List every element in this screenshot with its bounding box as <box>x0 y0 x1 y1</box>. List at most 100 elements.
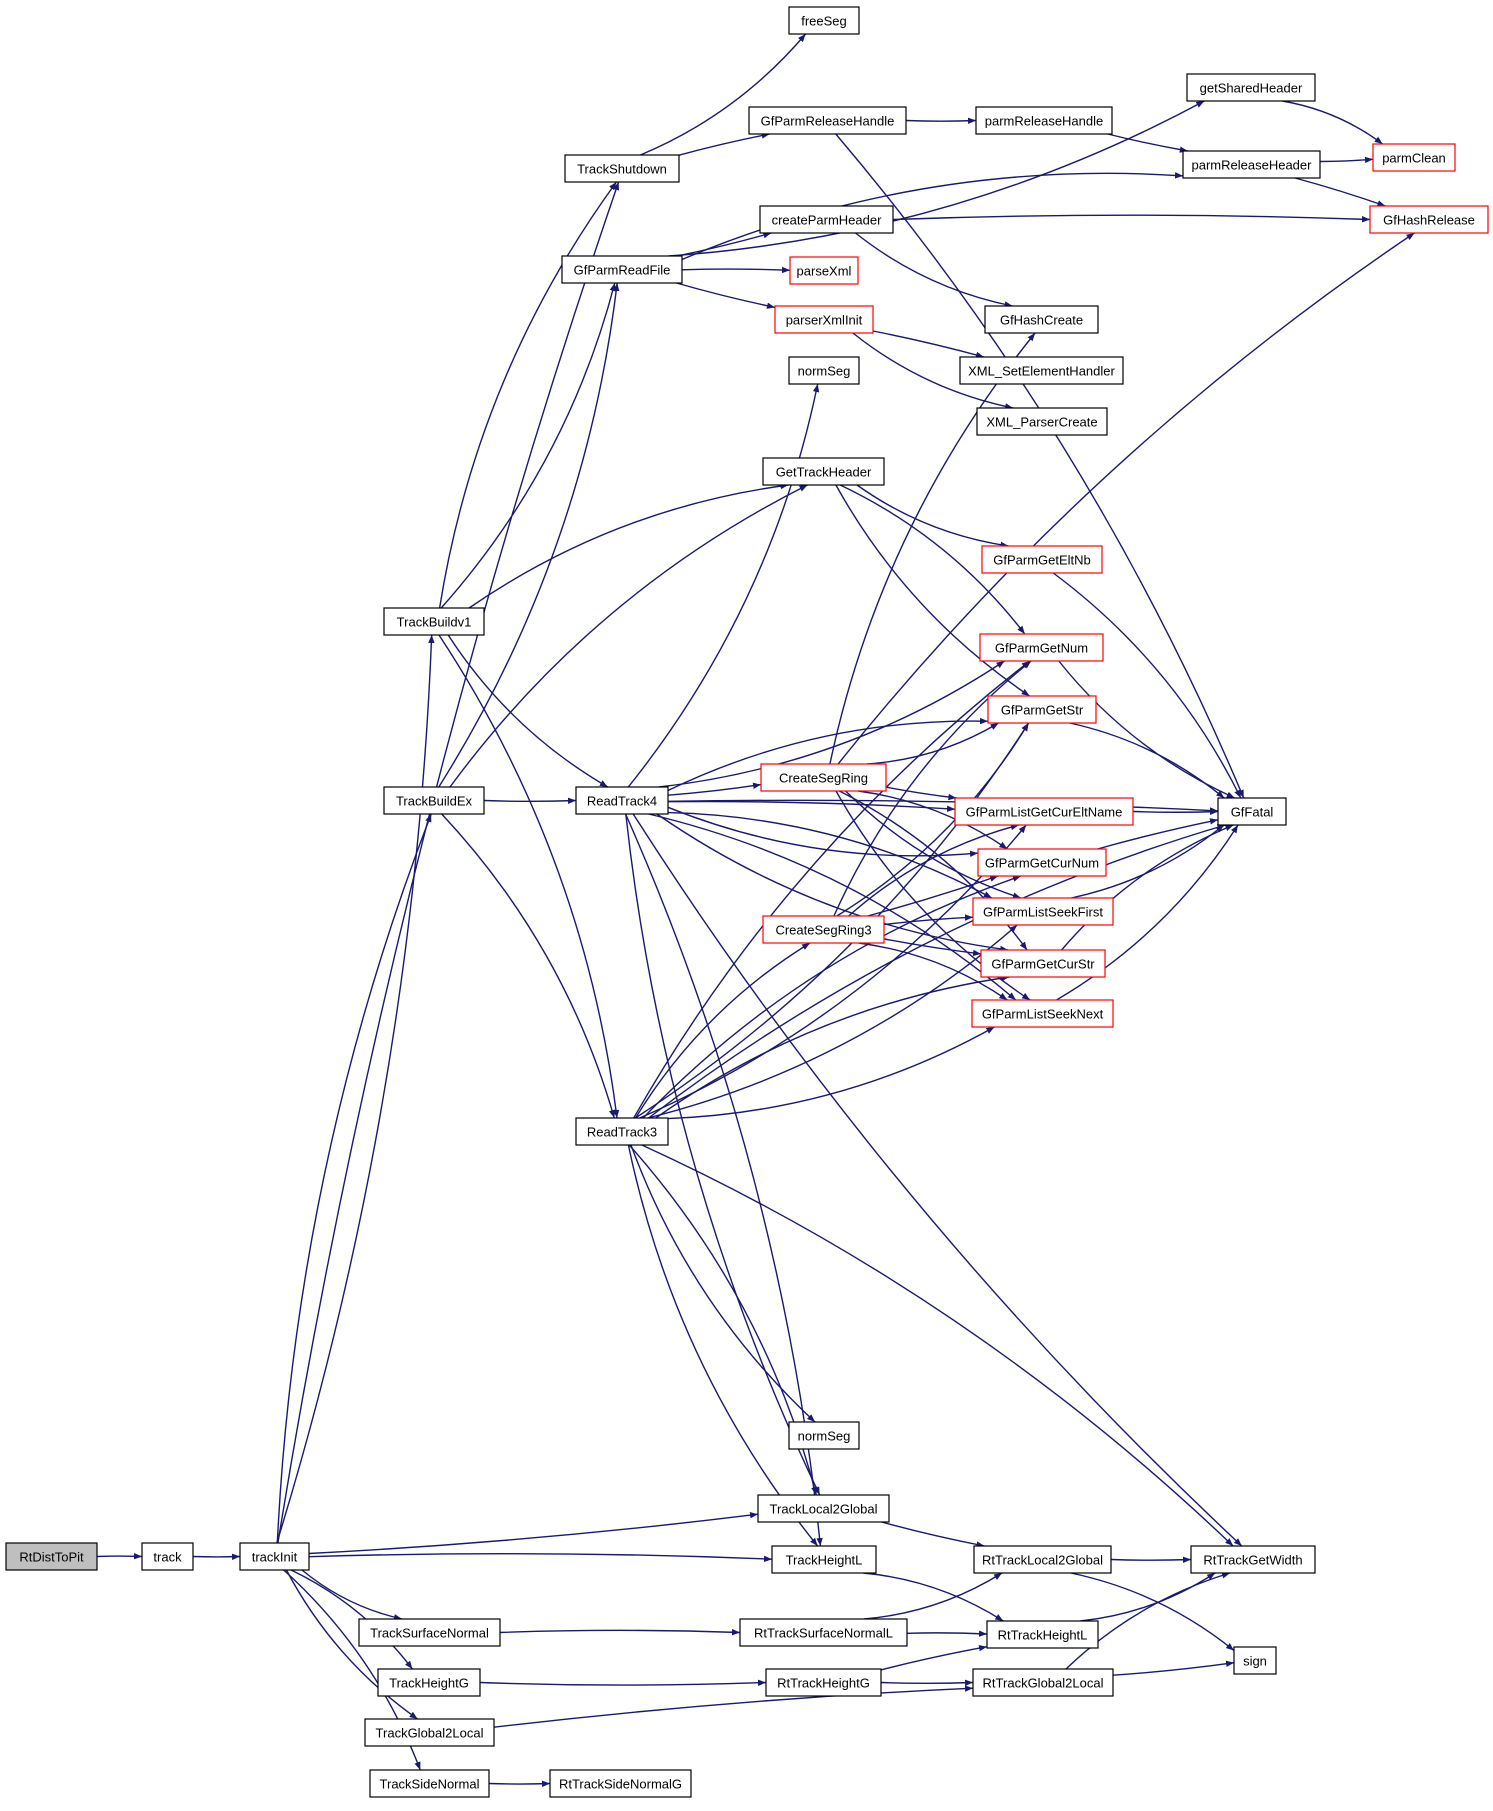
node-box <box>771 1545 877 1574</box>
node-gf-parm-read-file[interactable]: GfParmReadFile <box>561 255 683 284</box>
node-rt-track-local2-global[interactable]: RtTrackLocal2Global <box>973 1545 1112 1574</box>
edge-track-init-to-track-height-l <box>308 1552 773 1563</box>
node-track-shutdown[interactable]: TrackShutdown <box>564 154 680 183</box>
node-label: GfFatal <box>1231 805 1274 820</box>
edge-track-init-to-track-shutdown <box>277 181 620 1544</box>
edge-rt-track-surface-normal-l-to-rt-track-local2-global <box>863 1572 1003 1620</box>
edge-read-track3-to-gf-parm-get-num <box>633 660 1031 1119</box>
node-track-init[interactable]: trackInit <box>239 1542 310 1571</box>
node-label: GfParmGetCurNum <box>985 856 1099 871</box>
edge-track-build-ex-to-read-track4 <box>483 797 577 804</box>
node-gf-parm-get-cur-num[interactable]: GfParmGetCurNum <box>977 848 1107 877</box>
node-gf-parm-get-elt-nb[interactable]: GfParmGetEltNb <box>981 545 1103 574</box>
node-track-height-g[interactable]: TrackHeightG <box>377 1668 481 1697</box>
node-gf-parm-get-cur-str[interactable]: GfParmGetCurStr <box>980 949 1106 978</box>
node-read-track4[interactable]: ReadTrack4 <box>575 786 669 815</box>
edge-parm-release-header-to-parm-clean <box>1319 156 1374 164</box>
node-free-seg[interactable]: freeSeg <box>788 6 860 35</box>
node-box <box>984 305 1099 334</box>
edge-track-buildv1-to-get-track-header <box>468 482 789 609</box>
node-label: GfParmGetCurStr <box>991 957 1095 972</box>
node-gf-parm-get-str[interactable]: GfParmGetStr <box>987 695 1097 724</box>
node-xml-parser-create[interactable]: XML_ParserCreate <box>976 407 1108 436</box>
node-box <box>759 205 894 234</box>
edge-get-track-header-to-gf-parm-get-num <box>839 484 1026 635</box>
node-rt-track-get-width[interactable]: RtTrackGetWidth <box>1190 1545 1316 1574</box>
node-track-surface-normal[interactable]: TrackSurfaceNormal <box>358 1618 501 1647</box>
node-box <box>765 1668 882 1697</box>
node-label: TrackGlobal2Local <box>376 1726 484 1741</box>
node-box <box>976 407 1108 436</box>
node-box <box>549 1769 692 1798</box>
node-box <box>364 1718 495 1747</box>
node-rt-track-surface-normal-l[interactable]: RtTrackSurfaceNormalL <box>739 1618 908 1647</box>
node-gf-hash-create[interactable]: GfHashCreate <box>984 305 1099 334</box>
edge-create-seg-ring-to-gf-hash-create <box>829 332 1036 765</box>
node-track-buildv1[interactable]: TrackBuildv1 <box>383 607 485 636</box>
node-rt-track-height-g[interactable]: RtTrackHeightG <box>765 1668 882 1697</box>
node-gf-hash-release[interactable]: GfHashRelease <box>1369 205 1489 234</box>
node-gf-parm-list-seek-first[interactable]: GfParmListSeekFirst <box>972 897 1114 926</box>
node-track-build-ex[interactable]: TrackBuildEx <box>383 786 485 815</box>
node-box <box>986 1620 1099 1649</box>
node-rt-track-side-normal-g[interactable]: RtTrackSideNormalG <box>549 1769 692 1798</box>
edge-gf-parm-get-elt-nb-to-gf-fatal <box>1052 572 1242 799</box>
node-gf-parm-get-num[interactable]: GfParmGetNum <box>979 633 1104 662</box>
edge-track-height-l-to-rt-track-height-l <box>863 1572 1004 1622</box>
node-norm-seg2[interactable]: normSeg <box>788 1421 860 1450</box>
edge-read-track4-to-gf-fatal <box>667 799 1219 814</box>
node-track-side-normal[interactable]: TrackSideNormal <box>369 1769 490 1798</box>
node-track[interactable]: track <box>141 1542 194 1571</box>
node-create-seg-ring3[interactable]: CreateSegRing3 <box>762 915 885 944</box>
edge-get-track-header-to-gf-parm-get-str <box>835 484 1030 697</box>
node-rt-track-global2-local[interactable]: RtTrackGlobal2Local <box>972 1668 1114 1697</box>
node-sign[interactable]: sign <box>1233 1646 1277 1675</box>
node-label: GfParmGetStr <box>1001 703 1084 718</box>
node-box <box>575 786 669 815</box>
edge-gf-parm-list-seek-next-to-gf-fatal <box>1056 824 1239 1001</box>
node-gf-parm-list-get-cur-elt-name[interactable]: GfParmListGetCurEltName <box>954 797 1134 826</box>
node-create-parm-header[interactable]: createParmHeader <box>759 205 894 234</box>
node-parm-clean[interactable]: parmClean <box>1372 143 1456 172</box>
node-parm-release-header[interactable]: parmReleaseHeader <box>1182 150 1321 179</box>
node-box <box>1182 150 1321 179</box>
node-label: ReadTrack3 <box>587 1125 657 1140</box>
edge-gf-parm-read-file-to-parser-xml-init <box>676 282 776 309</box>
edge-track-build-ex-to-get-track-header <box>449 484 808 788</box>
edge-read-track3-to-gf-parm-list-seek-first <box>647 924 1018 1119</box>
node-parser-xml-init[interactable]: parserXmlInit <box>774 305 874 334</box>
node-parse-xml[interactable]: parseXml <box>789 256 859 285</box>
node-label: TrackShutdown <box>577 162 667 177</box>
node-rt-track-height-l[interactable]: RtTrackHeightL <box>986 1620 1099 1649</box>
node-track-global2-local[interactable]: TrackGlobal2Local <box>364 1718 495 1747</box>
node-gf-fatal[interactable]: GfFatal <box>1217 797 1287 826</box>
node-label: trackInit <box>252 1550 298 1565</box>
node-label: RtTrackGlobal2Local <box>983 1676 1104 1691</box>
node-label: parmClean <box>1382 151 1446 166</box>
node-label: GfParmListSeekNext <box>982 1007 1104 1022</box>
node-label: normSeg <box>798 364 851 379</box>
node-box <box>987 695 1097 724</box>
node-label: XML_ParserCreate <box>986 415 1097 430</box>
node-norm-seg1[interactable]: normSeg <box>788 356 860 385</box>
node-box <box>954 797 1134 826</box>
edge-track-init-to-track-build-ex <box>276 813 432 1544</box>
node-get-track-header[interactable]: GetTrackHeader <box>762 457 885 486</box>
edge-create-seg-ring-to-gf-parm-get-str <box>866 722 999 765</box>
node-gf-parm-release-handle[interactable]: GfParmReleaseHandle <box>748 106 907 135</box>
node-track-height-l[interactable]: TrackHeightL <box>771 1545 877 1574</box>
node-gf-parm-list-seek-next[interactable]: GfParmListSeekNext <box>971 999 1114 1028</box>
node-xml-set-element-handler[interactable]: XML_SetElementHandler <box>959 356 1124 385</box>
edge-read-track4-to-gf-parm-list-get-cur-elt-name <box>667 800 956 812</box>
edge-gf-parm-release-handle-to-gf-fatal <box>835 133 1245 799</box>
edge-gf-parm-list-seek-first-to-gf-fatal <box>1071 824 1225 899</box>
node-parm-release-handle[interactable]: parmReleaseHandle <box>975 106 1113 135</box>
edge-read-track3-to-gf-fatal <box>648 824 1226 1119</box>
node-get-shared-header[interactable]: getSharedHeader <box>1186 73 1316 102</box>
edge-rt-track-height-l-to-rt-track-get-width <box>1080 1572 1216 1622</box>
edge-read-track4-to-gf-parm-get-cur-str <box>656 813 1009 953</box>
node-track-local2-global[interactable]: TrackLocal2Global <box>757 1494 890 1523</box>
node-read-track3[interactable]: ReadTrack3 <box>575 1117 669 1146</box>
node-label: RtTrackHeightL <box>998 1628 1088 1643</box>
node-create-seg-ring[interactable]: CreateSegRing <box>760 763 887 792</box>
